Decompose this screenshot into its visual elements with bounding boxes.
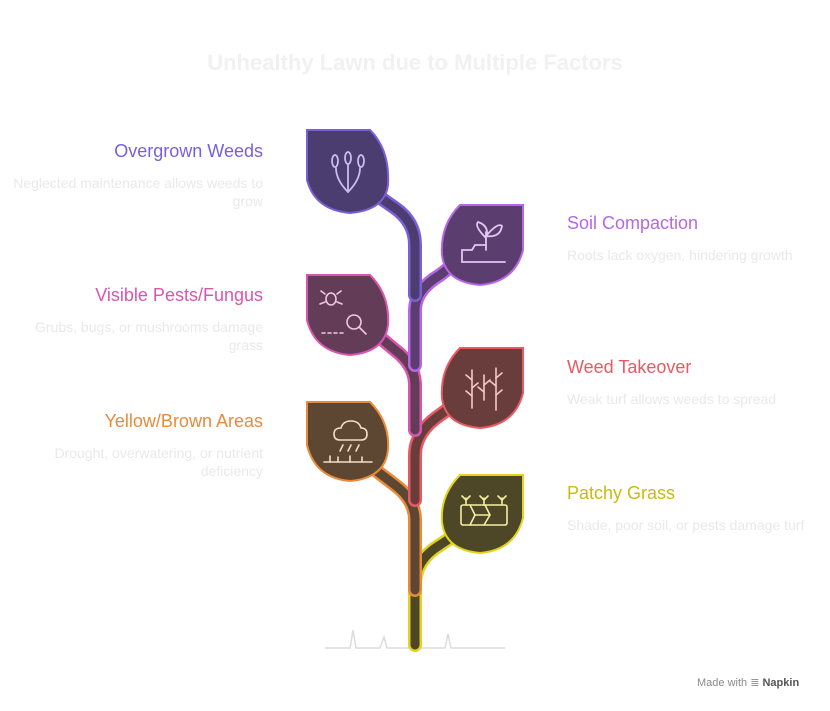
item-overgrown-weeds: Overgrown Weeds Neglected maintenance al… — [3, 140, 263, 210]
item-soil-compaction: Soil Compaction Roots lack oxygen, hinde… — [567, 212, 827, 264]
leaf-overgrown-weeds — [306, 129, 390, 215]
leaf-weed-takeover — [440, 347, 524, 430]
item-heading: Overgrown Weeds — [114, 141, 263, 161]
bug-magnifier-icon — [319, 290, 367, 335]
item-heading: Weed Takeover — [567, 357, 692, 377]
item-weed-takeover: Weed Takeover Weak turf allows weeds to … — [567, 356, 827, 408]
item-yellow-brown: Yellow/Brown Areas Drought, overwatering… — [3, 410, 263, 480]
item-heading: Visible Pests/Fungus — [95, 285, 263, 305]
napkin-logo-icon: ≣ — [750, 677, 760, 689]
ground-line — [325, 629, 505, 649]
seedling-soil-icon — [461, 220, 506, 263]
item-visible-pests: Visible Pests/Fungus Grubs, bugs, or mus… — [3, 284, 263, 354]
weeds-icon — [465, 367, 503, 411]
sprout-icon — [331, 151, 365, 193]
item-description: Roots lack oxygen, hindering growth — [567, 247, 793, 263]
leaf-soil-compaction — [440, 204, 524, 287]
patchy-turf-icon — [460, 495, 508, 526]
footer-brand: Napkin — [762, 677, 800, 689]
item-description: Weak turf allows weeds to spread — [567, 391, 777, 407]
footer-prefix: Made with — [697, 677, 748, 689]
leaf-visible-pests — [306, 274, 390, 357]
diagram-title: Unhealthy Lawn due to Multiple Factors — [207, 50, 623, 75]
item-description: Drought, overwatering, or nutrient defic… — [54, 445, 263, 479]
item-description: Neglected maintenance allows weeds to gr… — [13, 175, 263, 209]
item-heading: Soil Compaction — [567, 213, 699, 233]
leaf-patchy-grass — [440, 474, 524, 555]
item-heading: Yellow/Brown Areas — [104, 411, 263, 431]
leaf-yellow-brown — [306, 401, 390, 483]
tree-stem — [348, 173, 477, 652]
item-description: Shade, poor soil, or pests damage turf — [567, 517, 805, 533]
item-patchy-grass: Patchy Grass Shade, poor soil, or pests … — [567, 482, 827, 534]
item-description: Grubs, bugs, or mushrooms damage grass — [35, 319, 263, 353]
rain-cloud-icon — [323, 420, 373, 463]
item-heading: Patchy Grass — [567, 483, 676, 503]
made-with-napkin-badge[interactable]: Made with ≣ Napkin — [697, 676, 799, 689]
